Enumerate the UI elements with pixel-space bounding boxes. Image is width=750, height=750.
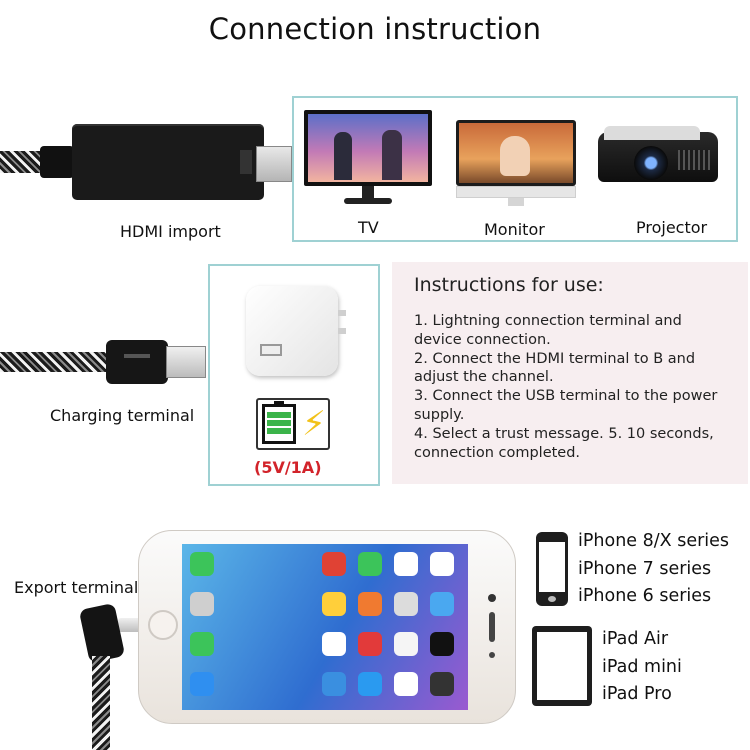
iphone-image xyxy=(138,530,518,726)
lightning-braided-cable xyxy=(92,656,110,750)
wps-app-icon xyxy=(322,552,346,576)
lightning-plug xyxy=(118,618,144,632)
iphone-series-list: iPhone 8/X series iPhone 7 series iPhone… xyxy=(578,528,729,611)
usb-connector-housing xyxy=(106,340,168,384)
hdmi-plug-notch xyxy=(240,150,252,174)
hdmi-cable xyxy=(0,120,300,210)
ipad-series-list: iPad Air iPad mini iPad Pro xyxy=(602,626,682,709)
hdmi-plug xyxy=(256,146,292,182)
app-icon xyxy=(430,552,454,576)
iphone-series-item: iPhone 8/X series xyxy=(578,531,730,551)
projector-image xyxy=(594,124,724,194)
photos-app-icon xyxy=(394,632,418,656)
app-icon xyxy=(322,672,346,696)
app-icon xyxy=(430,672,454,696)
usb-a-plug xyxy=(166,346,206,378)
iphone-icon xyxy=(536,532,568,606)
iphone-series-item: iPhone 6 series xyxy=(578,586,712,606)
lightning-bolt-icon: ⚡ xyxy=(302,404,326,444)
ipad-series-item: iPad mini xyxy=(602,656,682,677)
camera-app-icon xyxy=(394,592,418,616)
ipad-series-item: iPad Pro xyxy=(602,684,672,704)
iphone-series-item: iPhone 7 series xyxy=(578,558,712,579)
charging-terminal-label: Charging terminal xyxy=(50,406,195,425)
settings-app-icon xyxy=(190,592,214,616)
messages-app-icon xyxy=(190,632,214,656)
app-icon xyxy=(430,592,454,616)
lightning-connector-housing xyxy=(78,602,126,664)
instructions-list: 1. Lightning connection terminal and dev… xyxy=(414,312,734,462)
ipad-icon xyxy=(532,626,592,706)
app-icon xyxy=(322,592,346,616)
tv-image xyxy=(304,110,434,210)
home-button xyxy=(148,610,178,640)
iphone-screen xyxy=(182,544,468,710)
earpiece xyxy=(489,612,495,642)
front-camera xyxy=(488,594,496,602)
instructions-panel: Instructions for use: 1. Lightning conne… xyxy=(392,262,748,484)
app-icon xyxy=(322,632,346,656)
instruction-step: 3. Connect the USB terminal to the power… xyxy=(414,388,718,423)
clock-app-icon xyxy=(430,632,454,656)
battery-charging-icon: ⚡ xyxy=(256,398,330,450)
projector-label: Projector xyxy=(636,218,708,237)
instruction-step: 2. Connect the HDMI terminal to B and ad… xyxy=(414,350,696,386)
braided-cable xyxy=(0,151,46,173)
power-adapter-image xyxy=(246,286,350,378)
app-icon xyxy=(394,672,418,696)
phone-app-icon xyxy=(190,552,214,576)
wechat-app-icon xyxy=(358,552,382,576)
ipad-series-item: iPad Air xyxy=(602,629,669,649)
monitor-label: Monitor xyxy=(484,220,545,239)
monitor-image xyxy=(456,120,578,210)
safari-app-icon xyxy=(190,672,214,696)
instruction-step: 1. Lightning connection terminal and dev… xyxy=(414,313,682,348)
usb-braided-cable xyxy=(0,352,108,372)
app-icon xyxy=(358,632,382,656)
hdmi-import-label: HDMI import xyxy=(120,222,221,241)
cable-strain-relief xyxy=(40,146,74,178)
charger-panel: ⚡ (5V/1A) xyxy=(208,264,380,486)
app-icon xyxy=(394,552,418,576)
instructions-heading: Instructions for use: xyxy=(414,274,604,296)
displays-panel: TV Monitor Projector xyxy=(292,96,738,242)
proximity-sensor xyxy=(489,652,495,658)
export-terminal-label: Export terminal xyxy=(14,578,139,597)
page-title: Connection instruction xyxy=(208,12,542,46)
usb-symbol-icon xyxy=(124,354,150,358)
power-spec-label: (5V/1A) xyxy=(254,458,322,477)
instruction-step: 4. Select a trust message. 5. 10 seconds… xyxy=(414,425,714,461)
app-icon xyxy=(358,592,382,616)
hdmi-connector-housing xyxy=(72,124,264,200)
tv-screen xyxy=(304,110,432,186)
tv-label: TV xyxy=(358,218,379,237)
app-store-icon xyxy=(358,672,382,696)
